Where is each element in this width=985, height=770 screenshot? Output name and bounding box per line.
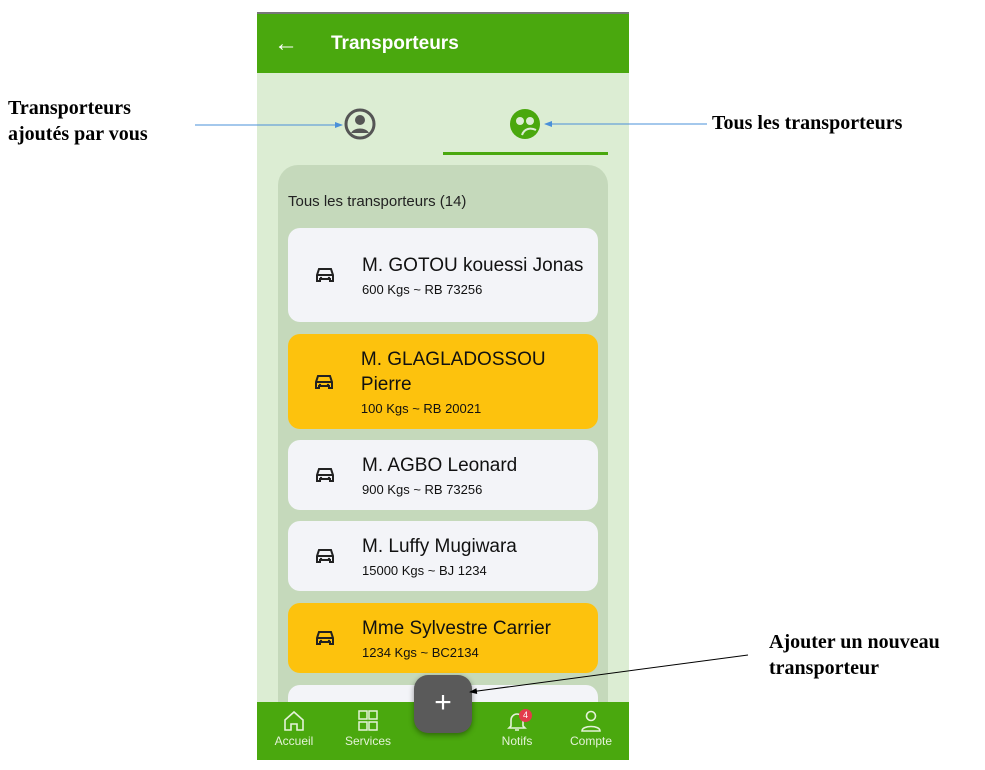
transporter-name: M. GLAGLADOSSOU Pierre bbox=[360, 349, 546, 395]
nav-notifs[interactable]: 4 Notifs bbox=[482, 709, 552, 748]
transporter-details: 15000 Kgs ~ BJ 1234 bbox=[362, 563, 487, 578]
page-title: Transporteurs bbox=[331, 32, 459, 54]
car-icon bbox=[288, 267, 362, 283]
tab-all-transporters[interactable] bbox=[508, 107, 542, 141]
nav-account-label: Compte bbox=[569, 734, 613, 748]
car-icon bbox=[288, 548, 362, 564]
car-icon bbox=[288, 374, 361, 390]
notif-badge: 4 bbox=[519, 709, 532, 722]
home-icon bbox=[284, 710, 304, 731]
arrow-add bbox=[469, 654, 749, 695]
phone-screen: ← Transporteurs Tous les transporteurs (… bbox=[257, 12, 629, 760]
transporter-details: 600 Kgs ~ RB 73256 bbox=[362, 282, 483, 297]
transporter-item[interactable]: M. AGBO Leonard 900 Kgs ~ RB 73256 bbox=[288, 440, 598, 510]
transporter-item[interactable]: Mme Sylvestre Carrier 1234 Kgs ~ BC2134 bbox=[288, 603, 598, 673]
transporter-name: Mme Sylvestre Carrier bbox=[362, 618, 551, 639]
transporter-item[interactable]: M. GOTOU kouessi Jonas 600 Kgs ~ RB 73256 bbox=[288, 228, 598, 322]
car-icon bbox=[288, 630, 362, 646]
nav-account[interactable]: Compte bbox=[556, 710, 626, 748]
transporters-list: Tous les transporteurs (14) M. GOTOU kou… bbox=[278, 165, 608, 760]
nav-services[interactable]: Services bbox=[333, 710, 403, 748]
transporter-details: 1234 Kgs ~ BC2134 bbox=[362, 645, 479, 660]
car-icon bbox=[288, 467, 362, 483]
transporter-name: M. Luffy Mugiwara bbox=[362, 536, 517, 557]
transporter-item[interactable]: M. Luffy Mugiwara 15000 Kgs ~ BJ 1234 bbox=[288, 521, 598, 591]
active-tab-indicator bbox=[443, 152, 608, 155]
transporter-name: M. GOTOU kouessi Jonas bbox=[362, 255, 584, 276]
nav-services-label: Services bbox=[344, 734, 391, 748]
transporter-details: 100 Kgs ~ RB 20021 bbox=[360, 401, 482, 416]
tab-my-transporters[interactable] bbox=[343, 107, 377, 141]
annotation-my-transporters: Transporteurs ajoutés par vous bbox=[8, 97, 148, 145]
app-header: ← Transporteurs bbox=[257, 14, 629, 73]
transporter-item[interactable]: M. GLAGLADOSSOU Pierre 100 Kgs ~ RB 20021 bbox=[288, 334, 598, 429]
nav-home-label: Accueil bbox=[274, 734, 314, 748]
back-arrow-icon[interactable]: ← bbox=[274, 29, 298, 57]
user-icon bbox=[581, 710, 601, 732]
annotation-add-new: Ajouter un nouveau transporteur bbox=[769, 631, 940, 679]
grid-icon bbox=[358, 710, 378, 731]
nav-notifs-label: Notifs bbox=[501, 734, 533, 748]
transporter-name: M. AGBO Leonard bbox=[362, 455, 518, 476]
list-title: Tous les transporteurs (14) bbox=[288, 193, 467, 210]
add-transporter-button[interactable]: + bbox=[414, 675, 472, 733]
transporter-details: 900 Kgs ~ RB 73256 bbox=[362, 482, 483, 497]
nav-home[interactable]: Accueil bbox=[259, 710, 329, 748]
annotation-all-transporters: Tous les transporteurs bbox=[712, 112, 903, 134]
